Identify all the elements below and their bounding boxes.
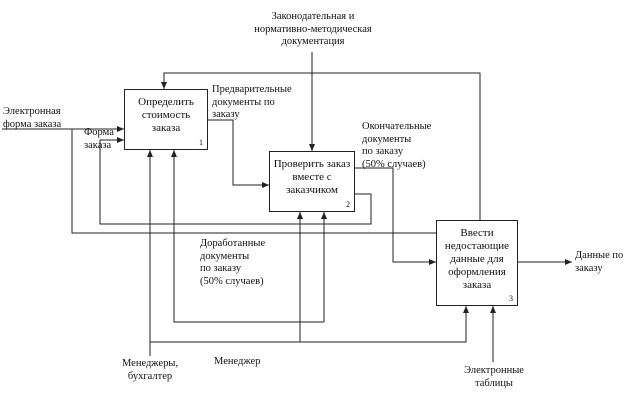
input-order-label: Электронная форма заказа bbox=[3, 106, 62, 130]
mechanism-tables-label: Электронные таблицы bbox=[464, 365, 524, 389]
activity-box-1[interactable]: Определить стоимость заказа 1 bbox=[124, 89, 208, 150]
final-docs-arrow bbox=[355, 167, 436, 265]
activity-box-3-title: Ввести недостающие данные для оформления… bbox=[444, 227, 510, 291]
activity-box-2-title: Проверить заказ вместе с заказчиком bbox=[273, 158, 351, 196]
control-loop-box1 bbox=[161, 72, 481, 220]
output-data-label: Данные по заказу bbox=[575, 250, 624, 274]
order-form-branch bbox=[71, 129, 436, 234]
control-legislation-label: Законодательная и нормативно-методическа… bbox=[254, 11, 372, 47]
activity-box-3-number: 3 bbox=[509, 294, 513, 303]
mechanism-manager-to-box1 bbox=[171, 150, 324, 323]
activity-box-2[interactable]: Проверить заказ вместе с заказчиком 2 bbox=[269, 151, 355, 212]
mechanism-manager-label: Менеджер bbox=[214, 356, 261, 367]
activity-box-2-number: 2 bbox=[346, 200, 350, 209]
activity-box-1-title: Определить стоимость заказа bbox=[138, 96, 194, 134]
activity-box-3[interactable]: Ввести недостающие данные для оформления… bbox=[436, 220, 518, 306]
mechanism-managers-to-box3 bbox=[300, 306, 469, 343]
final-docs-label: Окончательные документы по заказу (50% с… bbox=[362, 121, 432, 170]
reworked-docs-label: Доработанные документы по заказу (50% сл… bbox=[200, 238, 266, 287]
preliminary-docs-label: Предварительные документы по заказу bbox=[212, 84, 292, 120]
mechanism-managers-label: Менеджеры, бухгалтер bbox=[121, 358, 179, 382]
preliminary-docs-arrow bbox=[208, 119, 269, 188]
order-form-label: Форма заказа bbox=[84, 127, 114, 151]
activity-box-1-number: 1 bbox=[199, 138, 203, 147]
reworked-docs-arrow bbox=[99, 137, 372, 225]
